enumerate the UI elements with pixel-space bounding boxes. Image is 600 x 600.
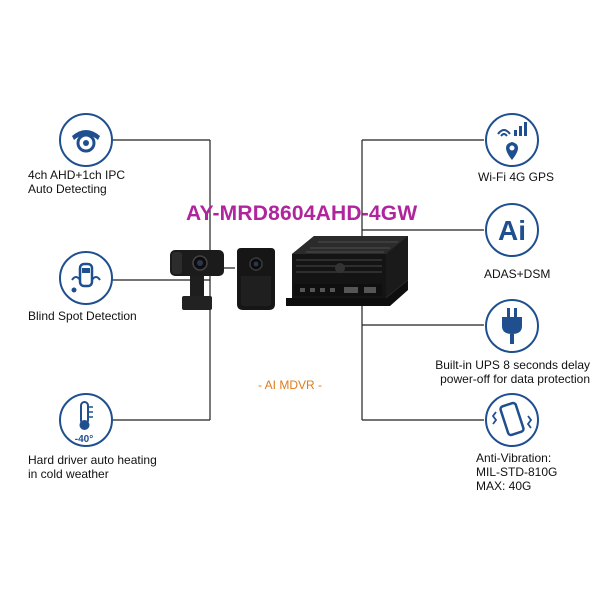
feature-label-heating: Hard driver auto heating in cold weather (28, 453, 157, 481)
power-plug-icon (484, 298, 540, 354)
thermometer-icon: -40° (58, 392, 114, 448)
ai-icon-text: Ai (498, 215, 526, 246)
feature-label-ahd: 4ch AHD+1ch IPC Auto Detecting (28, 168, 126, 196)
dashcam-device-image (166, 246, 228, 316)
blind-spot-car-icon (58, 250, 114, 306)
feature-label-ups: Built-in UPS 8 seconds delay power-off f… (435, 358, 590, 386)
mdvr-device-image (284, 228, 416, 314)
feature-label-vibration: Anti-Vibration: MIL-STD-810G MAX: 40G (476, 451, 558, 493)
camera-dome-icon (58, 112, 114, 168)
thermometer-icon-text: -40° (75, 434, 93, 445)
ai-icon: Ai (484, 202, 540, 258)
wifi-gps-icon (484, 112, 540, 168)
product-model-title: AY-MRD8604AHD-4GW (186, 202, 418, 225)
product-subtitle: - AI MDVR - (258, 378, 323, 392)
vibration-phone-icon (484, 392, 540, 448)
feature-label-blind-spot: Blind Spot Detection (28, 309, 137, 323)
dsm-camera-device-image (233, 246, 279, 312)
feature-label-wifi: Wi-Fi 4G GPS (478, 170, 555, 184)
feature-label-adas: ADAS+DSM (484, 267, 551, 281)
